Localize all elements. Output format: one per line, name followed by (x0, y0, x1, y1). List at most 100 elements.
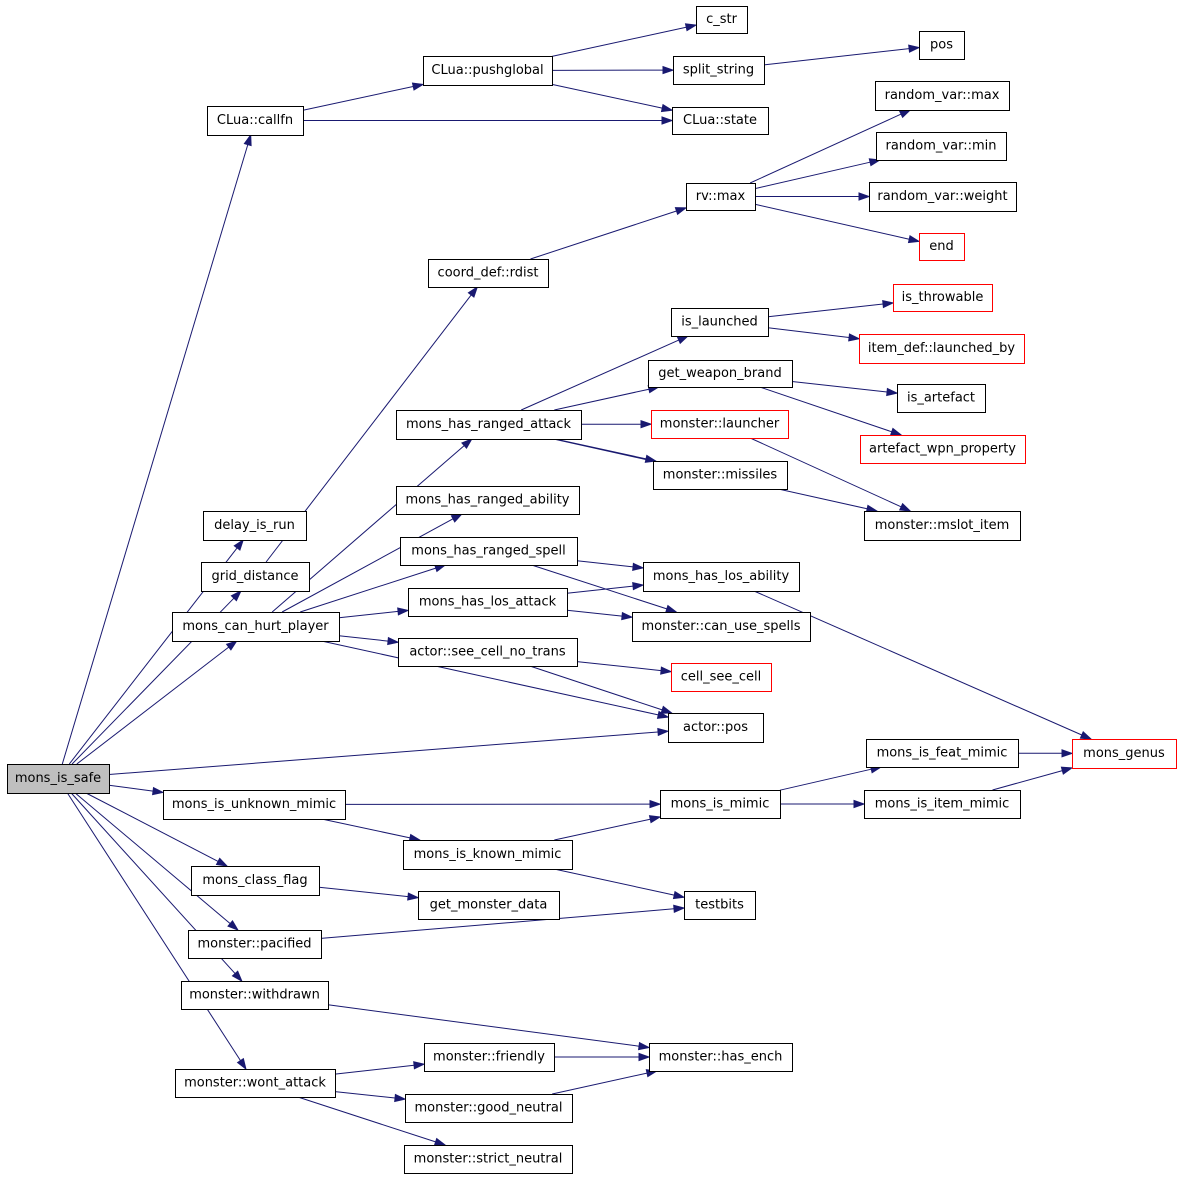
edge-arrowhead-mons_has_ranged_attack-to-monster_missiles (644, 454, 658, 463)
node-box (7, 764, 110, 794)
node-mons-class-flag[interactable]: mons_class_flag (191, 866, 320, 896)
node-strict-neutral[interactable]: monster::strict_neutral (404, 1145, 573, 1174)
node-pushglobal[interactable]: CLua::pushglobal (423, 56, 553, 86)
node-monster-mslot-item[interactable]: monster::mslot_item (864, 511, 1021, 541)
edge-get_weapon_brand-to-artefact_wpn_property (759, 386, 892, 433)
node-get-monster-data[interactable]: get_monster_data (418, 891, 560, 920)
node-actor-pos[interactable]: actor::pos (668, 713, 764, 743)
node-wont-attack[interactable]: monster::wont_attack (175, 1069, 336, 1098)
node-random-var-min[interactable]: random_var::min (876, 132, 1007, 161)
node-mons-is-mimic[interactable]: mons_is_mimic (660, 790, 781, 819)
node-box (188, 930, 322, 959)
node-random-var-max[interactable]: random_var::max (875, 81, 1010, 111)
node-label: mons_is_mimic (671, 797, 770, 812)
edge-arrowhead-get_weapon_brand-to-artefact_wpn_property (889, 427, 903, 436)
node-mons-has-los-ability[interactable]: mons_has_los_ability (643, 562, 800, 592)
node-mons-has-los-attack[interactable]: mons_has_los_attack (408, 588, 568, 617)
nodes-layer: mons_is_safe CLua::callfn CLua::pushglobal… (7, 6, 1177, 1174)
node-mons-is-known-mimic[interactable]: mons_is_known_mimic (403, 840, 573, 870)
node-random-var-weight[interactable]: random_var::weight (869, 182, 1017, 212)
node-cell-see-cell[interactable]: cell_see_cell (671, 663, 772, 692)
node-box (673, 56, 765, 85)
node-box (686, 183, 756, 211)
node-mons-is-unknown-mimic[interactable]: mons_is_unknown_mimic (163, 790, 346, 820)
node-end[interactable]: end (919, 233, 965, 261)
node-mons-has-ranged-attack[interactable]: mons_has_ranged_attack (396, 410, 582, 440)
node-friendly[interactable]: monster::friendly (424, 1043, 555, 1072)
edge-arrowhead-mons_can_hurt_player-to-actor_pos (656, 710, 670, 719)
node-label: CLua::pushglobal (431, 63, 543, 78)
edge-pacified-to-testbits (320, 908, 675, 939)
edge-arrowhead-callfn-to-clua_state (661, 116, 674, 125)
node-launched-by[interactable]: item_def::launched_by (859, 334, 1025, 364)
edge-wont_attack-to-strict_neutral (297, 1096, 436, 1143)
node-is-throwable[interactable]: is_throwable (893, 284, 993, 312)
node-has-ench[interactable]: monster::has_ench (649, 1043, 793, 1072)
node-label: mons_is_item_mimic (875, 797, 1010, 812)
node-get-weapon-brand[interactable]: get_weapon_brand (648, 360, 793, 388)
edge-arrowhead-mons_has_ranged_attack-to-is_launched (676, 335, 690, 345)
node-see-cell-no-trans[interactable]: actor::see_cell_no_trans (398, 638, 578, 667)
node-monster-launcher[interactable]: monster::launcher (651, 410, 789, 439)
edge-arrowhead-mons_is_safe-to-actor_pos (657, 727, 670, 737)
node-callfn[interactable]: CLua::callfn (207, 106, 304, 136)
node-monster-missiles[interactable]: monster::missiles (653, 461, 788, 490)
node-pacified[interactable]: monster::pacified (188, 930, 322, 959)
node-label: monster::missiles (663, 468, 778, 483)
edge-mons_has_ranged_attack-to-get_weapon_brand (554, 388, 650, 411)
node-label: mons_has_ranged_ability (405, 493, 569, 508)
edge-arrowhead-mons_can_hurt_player-to-mons_has_ranged_attack (461, 438, 473, 450)
node-mons-can-hurt-player[interactable]: mons_can_hurt_player (172, 612, 340, 642)
node-box (396, 410, 582, 440)
edge-mons_can_hurt_player-to-see_cell_no_trans (338, 635, 389, 642)
node-mons-genus[interactable]: mons_genus (1072, 739, 1177, 769)
node-mons-is-feat-mimic[interactable]: mons_is_feat_mimic (866, 739, 1019, 768)
node-artefact-wpn-property[interactable]: artefact_wpn_property (860, 435, 1026, 464)
node-label: monster::friendly (433, 1050, 545, 1065)
node-is-launched[interactable]: is_launched (671, 308, 769, 337)
edge-arrowhead-withdrawn-to-has_ench (638, 1041, 651, 1051)
edge-arrowhead-mons_is_safe-to-pacified (227, 920, 240, 931)
edge-mons_is_mimic-to-mons_is_feat_mimic (779, 768, 872, 791)
node-withdrawn[interactable]: monster::withdrawn (181, 981, 329, 1010)
node-mons-is-safe[interactable]: mons_is_safe (7, 764, 110, 794)
node-c-str[interactable]: c_str (696, 6, 748, 34)
edge-mons_has_ranged_spell-to-mons_has_los_ability (576, 560, 634, 568)
node-good-neutral[interactable]: monster::good_neutral (405, 1094, 573, 1123)
node-clua-state[interactable]: CLua::state (672, 107, 769, 135)
edge-arrowhead-rv_max_fn-to-random_var_max (898, 109, 912, 119)
node-delay-is-run[interactable]: delay_is_run (203, 511, 307, 541)
node-mons-has-ranged-ability[interactable]: mons_has_ranged_ability (396, 486, 580, 515)
node-rdist[interactable]: coord_def::rdist (428, 259, 549, 288)
node-pos1[interactable]: pos (919, 31, 965, 60)
node-mons-is-item-mimic[interactable]: mons_is_item_mimic (864, 790, 1021, 819)
node-mons-has-ranged-spell[interactable]: mons_has_ranged_spell (400, 537, 578, 566)
edge-arrowhead-mons_has_ranged_spell-to-can_use_spells (665, 604, 678, 613)
node-label: CLua::callfn (217, 113, 293, 128)
node-rv-max-fn[interactable]: rv::max (686, 183, 756, 211)
edge-arrowhead-pushglobal-to-split_string (662, 65, 675, 75)
node-box (893, 284, 993, 312)
edge-arrowhead-pacified-to-testbits (673, 904, 686, 914)
edge-arrowhead-mons_can_hurt_player-to-mons_has_ranged_ability (450, 513, 464, 523)
edge-arrowhead-friendly-to-has_ench (638, 1052, 651, 1062)
node-label: grid_distance (211, 569, 298, 584)
node-split-string[interactable]: split_string (673, 56, 765, 85)
node-is-artefact[interactable]: is_artefact (897, 384, 986, 413)
node-box (897, 384, 986, 413)
node-grid-distance[interactable]: grid_distance (201, 562, 310, 592)
edge-split_string-to-pos1 (763, 48, 910, 66)
node-box (875, 81, 1010, 111)
node-box (423, 56, 553, 86)
edge-arrowhead-get_weapon_brand-to-is_artefact (886, 387, 899, 397)
node-box (191, 866, 320, 896)
node-label: CLua::state (683, 113, 757, 128)
node-testbits[interactable]: testbits (684, 891, 756, 920)
node-can-use-spells[interactable]: monster::can_use_spells (632, 612, 811, 642)
edge-arrowhead-rv_max_fn-to-end (907, 235, 921, 244)
node-box (684, 891, 756, 920)
node-label: coord_def::rdist (438, 266, 539, 281)
node-label: c_str (706, 12, 738, 27)
node-box (648, 360, 793, 388)
node-box (869, 182, 1017, 212)
